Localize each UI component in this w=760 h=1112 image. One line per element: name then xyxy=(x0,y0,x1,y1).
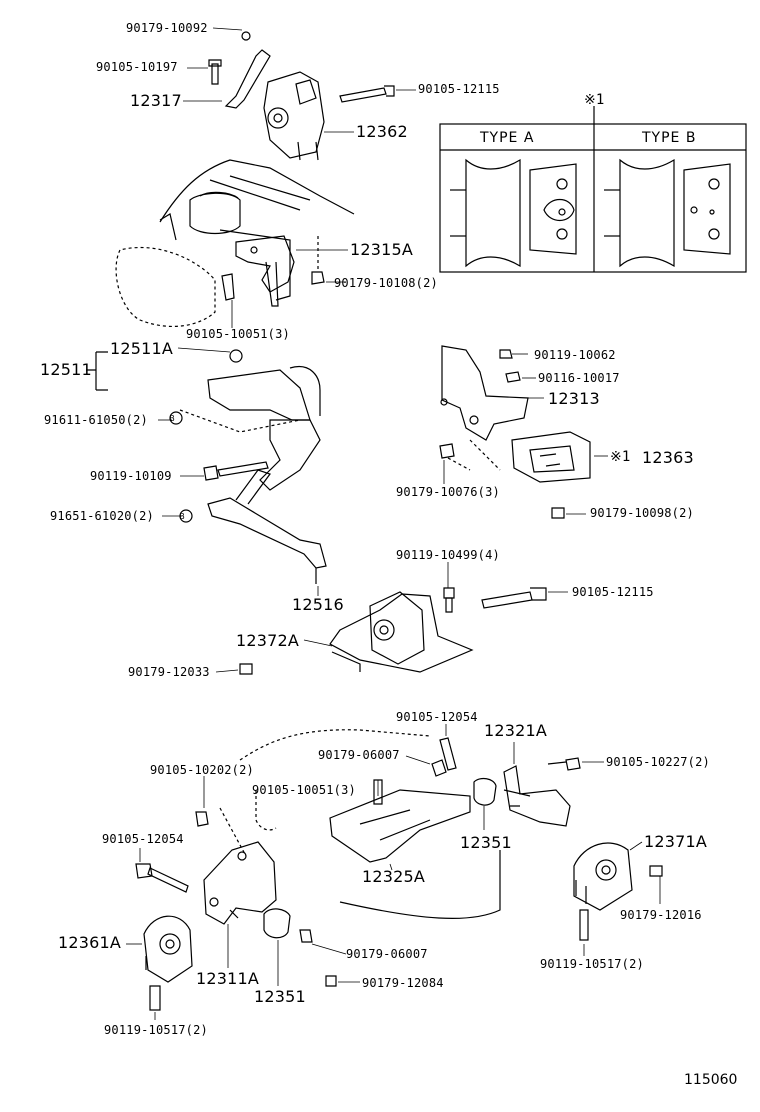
bushing-12511A xyxy=(229,349,243,363)
part-label: 12363 xyxy=(642,448,694,467)
part-label: 90105-10202(2) xyxy=(150,763,254,777)
bolt-90105-10051-bottom xyxy=(373,779,383,805)
part-label: 12372A xyxy=(236,631,300,650)
nut-90179-12084 xyxy=(325,975,337,987)
nut-90179-10076 xyxy=(439,443,455,459)
nut-90179-10108 xyxy=(311,271,325,285)
type-a-header: TYPE A xyxy=(480,130,535,146)
part-label: 90105-12115 xyxy=(572,585,654,599)
part-label: 90179-10108(2) xyxy=(334,276,438,290)
part-label: 90105-10051(3) xyxy=(252,783,356,797)
mount-12362 xyxy=(263,71,325,161)
mount-12372A xyxy=(329,591,474,673)
part-label: 12325A xyxy=(362,867,426,886)
bolt-90119-10517-left xyxy=(149,985,161,1011)
nut-90179-12033 xyxy=(239,663,253,675)
part-label: 12516 xyxy=(292,595,344,614)
bolt-90119-10499 xyxy=(443,587,455,613)
part-label: 90179-06007 xyxy=(346,947,428,961)
bracket-12313 xyxy=(440,345,529,441)
bracket-12321A xyxy=(503,765,571,827)
part-label: 91611-61050(2) xyxy=(44,413,148,427)
type-box xyxy=(439,106,747,273)
part-label: 91651-61020(2) xyxy=(50,509,154,523)
part-label: 12313 xyxy=(548,389,600,408)
mount-12371A xyxy=(573,842,633,911)
figure-number: 115060 xyxy=(684,1072,738,1088)
engine-outline-bottom xyxy=(239,729,431,761)
part-label: 90105-10197 xyxy=(96,60,178,74)
part-label: 90119-10499(4) xyxy=(396,548,500,562)
nut-90179-12016 xyxy=(649,865,663,877)
bolt-90119-10062 xyxy=(499,349,513,359)
bolt-90119-10109 xyxy=(203,461,269,481)
part-label: 12361A xyxy=(58,933,122,952)
part-label: 12371A xyxy=(644,832,708,851)
bolt-90105-12115-top xyxy=(339,85,395,103)
part-label: 12321A xyxy=(484,721,548,740)
part-label: 90179-06007 xyxy=(318,748,400,762)
part-label: 90179-12033 xyxy=(128,665,210,679)
clip-letter-b: B xyxy=(179,512,185,521)
bushing-12351-top xyxy=(473,777,497,806)
part-label: 90105-12054 xyxy=(102,832,184,846)
transmission-outline xyxy=(115,159,355,327)
part-label: 12311A xyxy=(196,969,260,988)
bolt-90105-12115-mid xyxy=(481,587,547,609)
part-label: 90179-10098(2) xyxy=(590,506,694,520)
bushing-12351-bottom xyxy=(263,908,291,939)
mount-12363 xyxy=(511,431,591,483)
engine-outline-solid xyxy=(339,850,501,919)
part-label: 90105-10227(2) xyxy=(606,755,710,769)
part-label: 12362 xyxy=(356,122,408,141)
part-label: 90179-12084 xyxy=(362,976,444,990)
bolt-90105-10197 xyxy=(208,59,222,85)
bolt-90105-10051-top xyxy=(221,273,235,301)
part-label: 12315A xyxy=(350,240,414,259)
clip-91611 xyxy=(169,411,183,425)
part-label: 90179-10076(3) xyxy=(396,485,500,499)
part-label: 90119-10517(2) xyxy=(540,957,644,971)
bracket-12315A xyxy=(235,235,295,307)
bolt-90105-12054-left xyxy=(135,863,189,893)
type-box-marker: ※1 xyxy=(584,92,605,108)
nut-90179-06007-bottom xyxy=(299,929,313,943)
marker-12363: ※1 xyxy=(610,449,631,465)
bracket-12311A xyxy=(203,841,277,925)
bracket-12317 xyxy=(224,31,271,109)
part-label: 90179-10092 xyxy=(126,21,208,35)
part-label: 90105-12115 xyxy=(418,82,500,96)
part-label: 90179-12016 xyxy=(620,908,702,922)
part-label: 12511A xyxy=(110,339,174,358)
nut-90179-06007-top xyxy=(431,759,447,777)
type-b-header: TYPE B xyxy=(642,130,697,146)
part-label: 12511 xyxy=(40,360,92,379)
leader-lines xyxy=(126,27,661,1020)
bolt-90119-10517-right xyxy=(579,909,589,941)
bracket-12511 xyxy=(86,349,321,491)
bolt-90116-10017 xyxy=(505,371,521,383)
bracket-12325A xyxy=(329,789,471,863)
part-label: 12351 xyxy=(460,833,512,852)
part-label: 90116-10017 xyxy=(538,371,620,385)
clip-letter-a: B xyxy=(169,414,175,423)
nut-90179-10098 xyxy=(551,507,565,519)
bolt-90105-12054-top xyxy=(439,737,457,771)
part-label: 90119-10109 xyxy=(90,469,172,483)
part-label: 12351 xyxy=(254,987,306,1006)
part-label: 12317 xyxy=(130,91,182,110)
mount-12361A xyxy=(143,915,193,983)
part-label: 90105-12054 xyxy=(396,710,478,724)
bracket-12516 xyxy=(179,469,327,584)
part-label: 90105-10051(3) xyxy=(186,327,290,341)
part-label: 90119-10517(2) xyxy=(104,1023,208,1037)
bolt-90105-10227 xyxy=(565,757,581,771)
part-label: 90119-10062 xyxy=(534,348,616,362)
bolt-90105-10202 xyxy=(195,811,209,827)
